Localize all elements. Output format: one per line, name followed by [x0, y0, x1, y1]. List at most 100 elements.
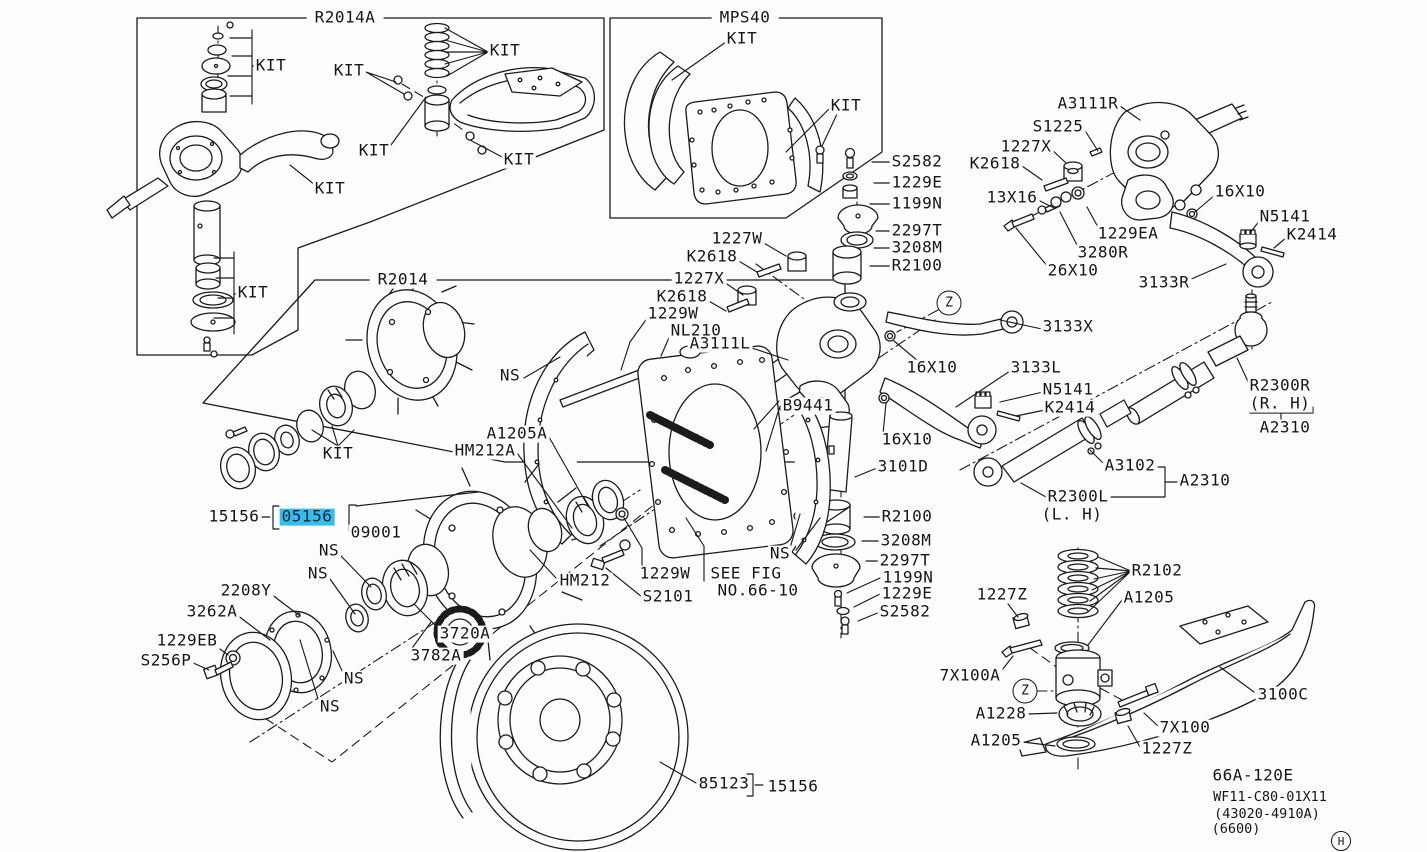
side-note-rh: (R. H): [1247, 393, 1313, 413]
kit-label: KIT: [312, 178, 348, 198]
part-label-1227z[interactable]: 1227Z: [974, 584, 1030, 604]
part-label-3208m[interactable]: 3208M: [889, 237, 945, 257]
part-label-r2100[interactable]: R2100: [879, 506, 935, 526]
kit-label: KIT: [724, 28, 760, 48]
part-label-s2101[interactable]: S2101: [640, 586, 696, 606]
kit-label: KIT: [320, 443, 356, 463]
tie-rod-right: [1125, 293, 1268, 425]
part-label-k2414[interactable]: K2414: [1042, 397, 1098, 417]
part-label-2297t[interactable]: 2297T: [889, 220, 945, 240]
part-label-r2300r[interactable]: R2300R: [1247, 375, 1313, 395]
part-label-3262a[interactable]: 3262A: [184, 601, 240, 621]
part-label-a3111l[interactable]: A3111L: [687, 333, 753, 353]
part-label-a3102[interactable]: A3102: [1102, 455, 1158, 475]
part-label-s256p[interactable]: S256P: [138, 650, 194, 670]
kit-label: KIT: [828, 95, 864, 115]
part-label-7x100[interactable]: 7X100: [1157, 717, 1213, 737]
part-label-1227w[interactable]: 1227W: [709, 228, 765, 248]
part-label-16x10[interactable]: 16X10: [879, 429, 935, 449]
part-label-a1228[interactable]: A1228: [973, 703, 1029, 723]
part-label-26x10[interactable]: 26X10: [1045, 260, 1101, 280]
part-label-a3111r[interactable]: A3111R: [1055, 93, 1121, 113]
z-reference-mark: Z: [936, 290, 962, 316]
part-label-s2582[interactable]: S2582: [877, 601, 933, 621]
part-label-2297t[interactable]: 2297T: [877, 550, 933, 570]
part-label-a1205[interactable]: A1205: [1121, 587, 1177, 607]
part-label-3133x[interactable]: 3133X: [1040, 316, 1096, 336]
axle-beam-assembly: [1001, 548, 1316, 757]
part-label-1229e[interactable]: 1229E: [889, 172, 945, 192]
part-label-r2300l[interactable]: R2300L: [1045, 486, 1111, 506]
right-knuckle-assembly: [1003, 101, 1285, 288]
ns-label: NS: [497, 365, 523, 385]
kit-label: KIT: [487, 40, 523, 60]
part-label-3101d[interactable]: 3101D: [875, 456, 931, 476]
part-label-3208m[interactable]: 3208M: [878, 530, 934, 550]
part-label-16x10[interactable]: 16X10: [1212, 181, 1268, 201]
part-label-16x10[interactable]: 16X10: [904, 357, 960, 377]
part-label-k2618[interactable]: K2618: [684, 246, 740, 266]
part-label-1229w[interactable]: 1229W: [637, 563, 693, 583]
part-label-hm212[interactable]: HM212: [557, 570, 613, 590]
part-label-3100c[interactable]: 3100C: [1255, 684, 1311, 704]
part-label-1199n[interactable]: 1199N: [880, 567, 936, 587]
part-label-a1205a[interactable]: A1205A: [484, 423, 550, 443]
part-label-3280r[interactable]: 3280R: [1075, 242, 1131, 262]
part-label-7x100a[interactable]: 7X100A: [937, 665, 1003, 685]
ns-label: NS: [341, 668, 367, 688]
see-fig-note-line1: SEE FIG: [708, 563, 784, 583]
center-brake-assembly: [523, 331, 831, 565]
part-label-1229eb[interactable]: 1229EB: [154, 630, 220, 650]
part-label-k2414[interactable]: K2414: [1284, 224, 1340, 244]
brake-drum: [439, 623, 689, 851]
part-label-1229e[interactable]: 1229E: [879, 583, 935, 603]
kit-label: KIT: [253, 55, 289, 75]
figure-ref-line3: (6600): [1209, 820, 1263, 837]
part-label-13x16[interactable]: 13X16: [984, 187, 1040, 207]
part-label-05156-highlighted[interactable]: 05156: [279, 506, 335, 526]
part-label-1199n[interactable]: 1199N: [889, 193, 945, 213]
part-label-3720a[interactable]: 3720A: [437, 623, 493, 643]
part-label-a1205[interactable]: A1205: [968, 730, 1024, 750]
ns-label: NS: [767, 543, 793, 563]
front-hub-assembly: [409, 463, 631, 661]
kit-box-title-r2014a: R2014A: [306, 9, 384, 27]
figure-ref-line1: WF11-C80-01X11: [1211, 788, 1329, 805]
figure-code: 66A-120E: [1210, 765, 1296, 785]
part-label-a2310[interactable]: A2310: [1257, 417, 1313, 437]
part-label-nl210[interactable]: NL210: [668, 320, 724, 340]
part-label-15156[interactable]: 15156: [206, 506, 262, 526]
z-reference-mark: Z: [1012, 678, 1038, 704]
part-label-r2100[interactable]: R2100: [889, 255, 945, 275]
part-label-n5141[interactable]: N5141: [1257, 206, 1313, 226]
part-label-09001[interactable]: 09001: [348, 522, 404, 542]
part-label-15156[interactable]: 15156: [765, 776, 821, 796]
part-label-2208y[interactable]: 2208Y: [218, 580, 274, 600]
kit-label: KIT: [501, 149, 537, 169]
part-label-1227x[interactable]: 1227X: [671, 268, 727, 288]
part-label-s1225[interactable]: S1225: [1030, 116, 1086, 136]
sheet-mark-h: H: [1331, 831, 1351, 851]
r2014-hub-parts: [220, 277, 475, 490]
part-label-hm212a[interactable]: HM212A: [452, 440, 518, 460]
part-label-b9441[interactable]: B9441: [780, 395, 836, 415]
part-label-1229ea[interactable]: 1229EA: [1095, 223, 1161, 243]
part-label-3782a[interactable]: 3782A: [408, 645, 464, 665]
tie-rod-left: [878, 310, 1132, 487]
part-label-3133r[interactable]: 3133R: [1136, 272, 1192, 292]
part-label-s2582[interactable]: S2582: [889, 151, 945, 171]
part-label-1227z[interactable]: 1227Z: [1139, 738, 1195, 758]
ns-label: NS: [317, 696, 343, 716]
part-label-3133l[interactable]: 3133L: [1008, 357, 1064, 377]
part-label-85123[interactable]: 85123: [696, 773, 752, 793]
part-label-r2102[interactable]: R2102: [1129, 560, 1185, 580]
part-label-n5141[interactable]: N5141: [1040, 379, 1096, 399]
part-label-a2310[interactable]: A2310: [1177, 470, 1233, 490]
part-label-k2618[interactable]: K2618: [967, 153, 1023, 173]
part-label-k2618[interactable]: K2618: [654, 286, 710, 306]
kit-label: KIT: [331, 60, 367, 80]
part-label-1229w[interactable]: 1229W: [645, 303, 701, 323]
part-label-1227x[interactable]: 1227X: [998, 136, 1054, 156]
